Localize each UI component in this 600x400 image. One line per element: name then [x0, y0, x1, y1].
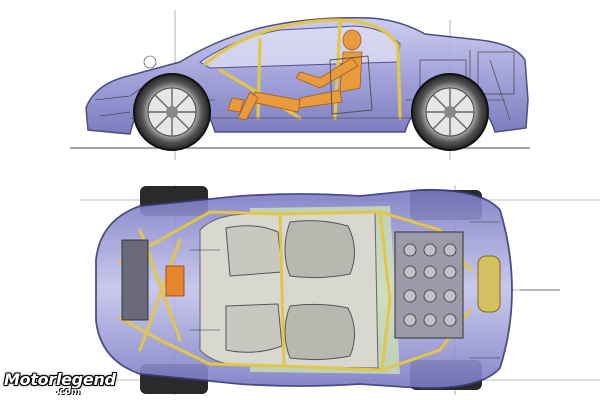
top-rollcage: [118, 210, 472, 372]
watermark-domain: .com: [56, 387, 81, 397]
muffler: [477, 255, 501, 313]
top-view: [80, 185, 600, 395]
side-view: [70, 10, 530, 160]
front-orange-unit: [165, 265, 185, 297]
crash-test-dummy: [227, 29, 363, 121]
side-rear-wheel: [411, 73, 489, 151]
watermark: Motorlegend .com: [0, 368, 200, 400]
side-front-wheel: [133, 73, 211, 151]
front-radiator: [121, 239, 149, 321]
watermark-brand: Motorlegend: [4, 370, 116, 389]
engine-block: [394, 231, 464, 339]
top-seats: [225, 220, 355, 361]
